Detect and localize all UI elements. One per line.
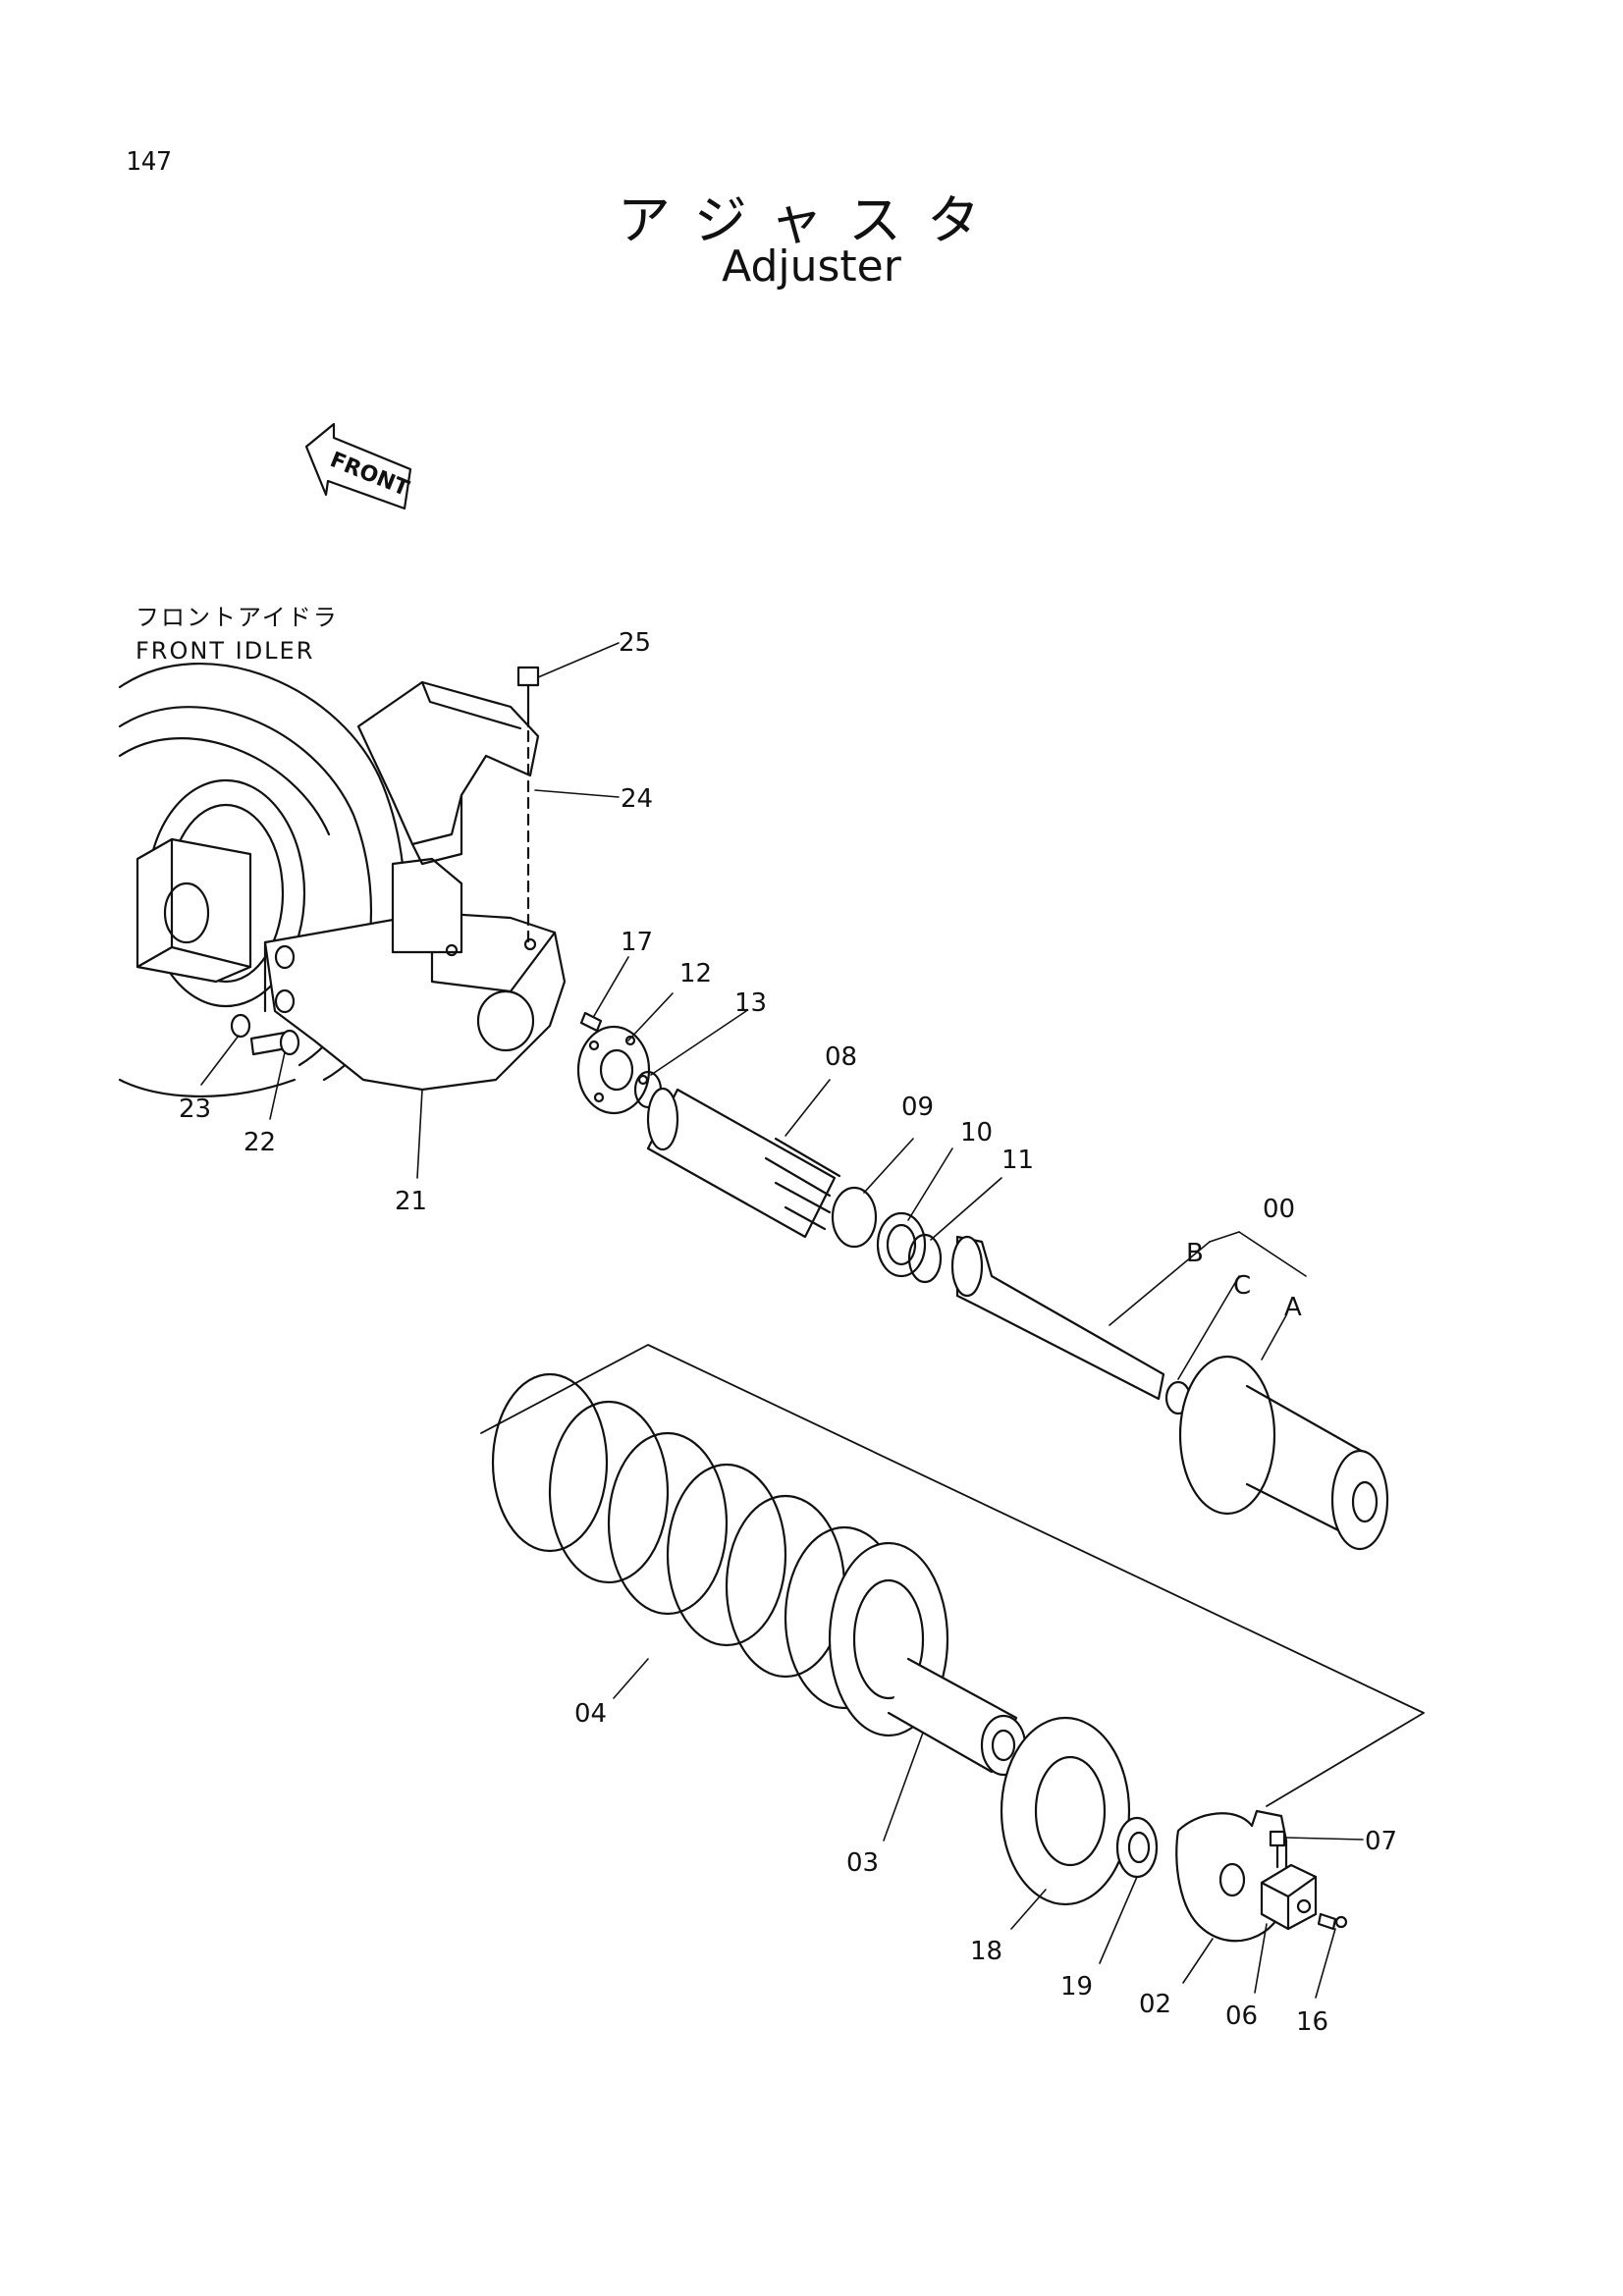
label-13: 13 <box>734 988 767 1018</box>
label-C: C <box>1233 1271 1251 1301</box>
label-25: 25 <box>619 628 651 658</box>
title-japanese: アジャスタ <box>617 189 1006 251</box>
seal-part-10 <box>876 1211 927 1278</box>
spacer-part-03 <box>887 1657 1027 1777</box>
ring-part-11 <box>907 1233 943 1284</box>
label-11: 11 <box>1001 1146 1034 1175</box>
bolt-part-22 <box>249 1029 300 1056</box>
piston-part-A <box>1178 1355 1389 1551</box>
holder-part-02 <box>1175 1809 1288 1943</box>
washer-part-23 <box>230 1013 251 1039</box>
block-part-06 <box>1260 1863 1318 1931</box>
label-10: 10 <box>960 1118 993 1148</box>
label-03: 03 <box>846 1848 879 1878</box>
label-A: A <box>1284 1293 1302 1322</box>
front-idler-caption: フロントアイドラ FRONT IDLER <box>135 601 339 667</box>
bolt-part-17 <box>579 1011 603 1033</box>
label-07: 07 <box>1365 1827 1397 1856</box>
label-19: 19 <box>1060 1972 1093 2002</box>
plate-part-18 <box>1000 1716 1131 1906</box>
ring-part-09 <box>831 1186 878 1249</box>
cylinder-part-08 <box>646 1087 841 1239</box>
label-24: 24 <box>621 784 653 814</box>
label-B: B <box>1186 1239 1204 1268</box>
front-idler-wheel <box>118 663 406 1097</box>
rod-part-B <box>950 1235 1165 1401</box>
label-18: 18 <box>970 1937 1002 1966</box>
leader-lines <box>200 642 1364 1999</box>
page-number: 147 <box>126 147 172 177</box>
label-21: 21 <box>395 1187 427 1216</box>
label-23: 23 <box>179 1095 211 1124</box>
label-06: 06 <box>1225 2002 1258 2031</box>
front-idler-jp: フロントアイドラ <box>135 604 339 631</box>
flange-part-12 <box>576 1025 651 1115</box>
front-idler-en: FRONT IDLER <box>135 637 315 665</box>
label-04: 04 <box>574 1699 607 1729</box>
valve-part-07 <box>1269 1830 1286 1869</box>
label-17: 17 <box>621 928 653 957</box>
plate-part-24 <box>356 680 540 866</box>
label-22: 22 <box>243 1128 276 1157</box>
front-arrow-icon: FRONT <box>304 422 412 510</box>
bolt-part-25 <box>516 666 540 944</box>
label-02: 02 <box>1139 1990 1171 2019</box>
title-english: Adjuster <box>722 241 901 292</box>
label-00: 00 <box>1263 1195 1295 1224</box>
label-08: 08 <box>825 1042 857 1072</box>
label-16: 16 <box>1296 2007 1328 2037</box>
spring-part-04 <box>491 1372 949 1737</box>
assembly-outline <box>480 1344 1425 1807</box>
washer-part-19 <box>1115 1816 1159 1879</box>
bracket-part-21 <box>263 857 567 1092</box>
fitting-part-16 <box>1317 1912 1348 1931</box>
label-09: 09 <box>901 1093 934 1122</box>
label-12: 12 <box>679 959 712 988</box>
